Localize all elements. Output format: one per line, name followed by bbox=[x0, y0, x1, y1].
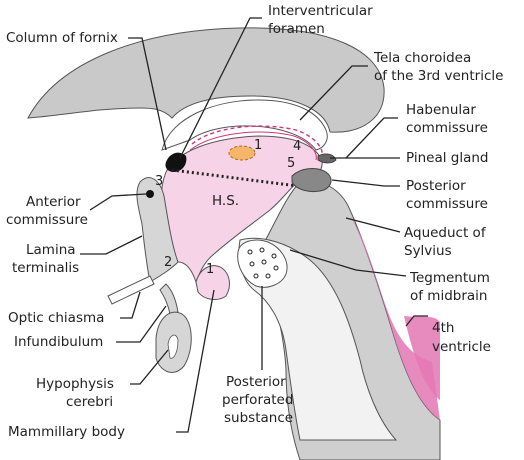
label-posterior-commissure-2: commissure bbox=[406, 196, 488, 212]
label-fourth-ventricle-1: 4th bbox=[432, 320, 454, 336]
optic-chiasma bbox=[107, 275, 155, 305]
label-mammillary-body: Mammillary body bbox=[8, 424, 125, 440]
label-tela-choroidea-2: of the 3rd ventricle bbox=[374, 68, 503, 84]
label-column-of-fornix: Column of fornix bbox=[6, 30, 118, 46]
label-infundibulum: Infundibulum bbox=[14, 334, 103, 350]
label-aqueduct-2: Sylvius bbox=[404, 243, 452, 259]
hypothalamic-sulcus bbox=[171, 168, 299, 188]
label-fourth-ventricle-2: ventricle bbox=[432, 339, 491, 355]
tela-choroidea-line bbox=[191, 125, 323, 157]
label-hs: H.S. bbox=[212, 193, 239, 209]
perforation-dots bbox=[247, 247, 279, 279]
interthalamic-adhesion bbox=[228, 145, 256, 161]
number-1-thalamus: 1 bbox=[254, 138, 262, 153]
label-lamina-terminalis-1: Lamina bbox=[26, 242, 76, 258]
label-hypophysis-1: Hypophysis bbox=[36, 376, 114, 392]
label-aqueduct-1: Aqueduct of bbox=[404, 225, 487, 241]
fourth-ventricle-lower bbox=[404, 316, 440, 400]
label-tegmentum-1: Tegmentum bbox=[409, 270, 490, 286]
label-hypophysis-2: cerebri bbox=[66, 394, 113, 410]
number-5: 5 bbox=[287, 156, 295, 171]
label-posterior-perforated-1: Posterior bbox=[226, 374, 286, 390]
label-anterior-commissure-1: Anterior bbox=[26, 194, 81, 210]
mammillary-body bbox=[195, 265, 230, 300]
label-interventricular-foramen-2: foramen bbox=[268, 21, 325, 37]
label-optic-chiasma: Optic chiasma bbox=[8, 310, 104, 326]
label-posterior-perforated-2: perforated bbox=[222, 392, 293, 408]
anterior-commissure-dot bbox=[146, 190, 154, 198]
leader-lines bbox=[80, 17, 428, 433]
label-pineal-gland: Pineal gland bbox=[406, 150, 489, 166]
interventricular-foramen bbox=[165, 152, 187, 172]
number-2: 2 bbox=[164, 255, 172, 270]
label-posterior-perforated-3: substance bbox=[224, 410, 293, 426]
hypophysis-inner bbox=[167, 334, 179, 359]
label-tegmentum-2: of midbrain bbox=[410, 288, 487, 304]
label-habenular-commissure-2: commissure bbox=[406, 120, 488, 136]
label-posterior-commissure-1: Posterior bbox=[406, 178, 466, 194]
habenular-commissure bbox=[317, 153, 337, 164]
label-anterior-commissure-2: commissure bbox=[6, 212, 88, 228]
label-interventricular-foramen-1: Interventricular bbox=[268, 3, 373, 19]
fourth-ventricle bbox=[350, 215, 440, 420]
pineal-gland bbox=[291, 168, 332, 193]
corpus-callosum bbox=[27, 27, 385, 133]
tegmentum bbox=[238, 237, 398, 441]
number-1-mammillary: 1 bbox=[206, 262, 214, 277]
number-3: 3 bbox=[155, 174, 163, 189]
lamina-terminalis bbox=[136, 177, 179, 283]
label-lamina-terminalis-2: terminalis bbox=[12, 260, 79, 276]
tela-choroidea-line-2 bbox=[189, 131, 317, 161]
number-4: 4 bbox=[293, 139, 301, 154]
label-tela-choroidea-1: Tela choroidea bbox=[373, 50, 471, 66]
label-habenular-commissure-1: Habenular bbox=[406, 102, 476, 118]
